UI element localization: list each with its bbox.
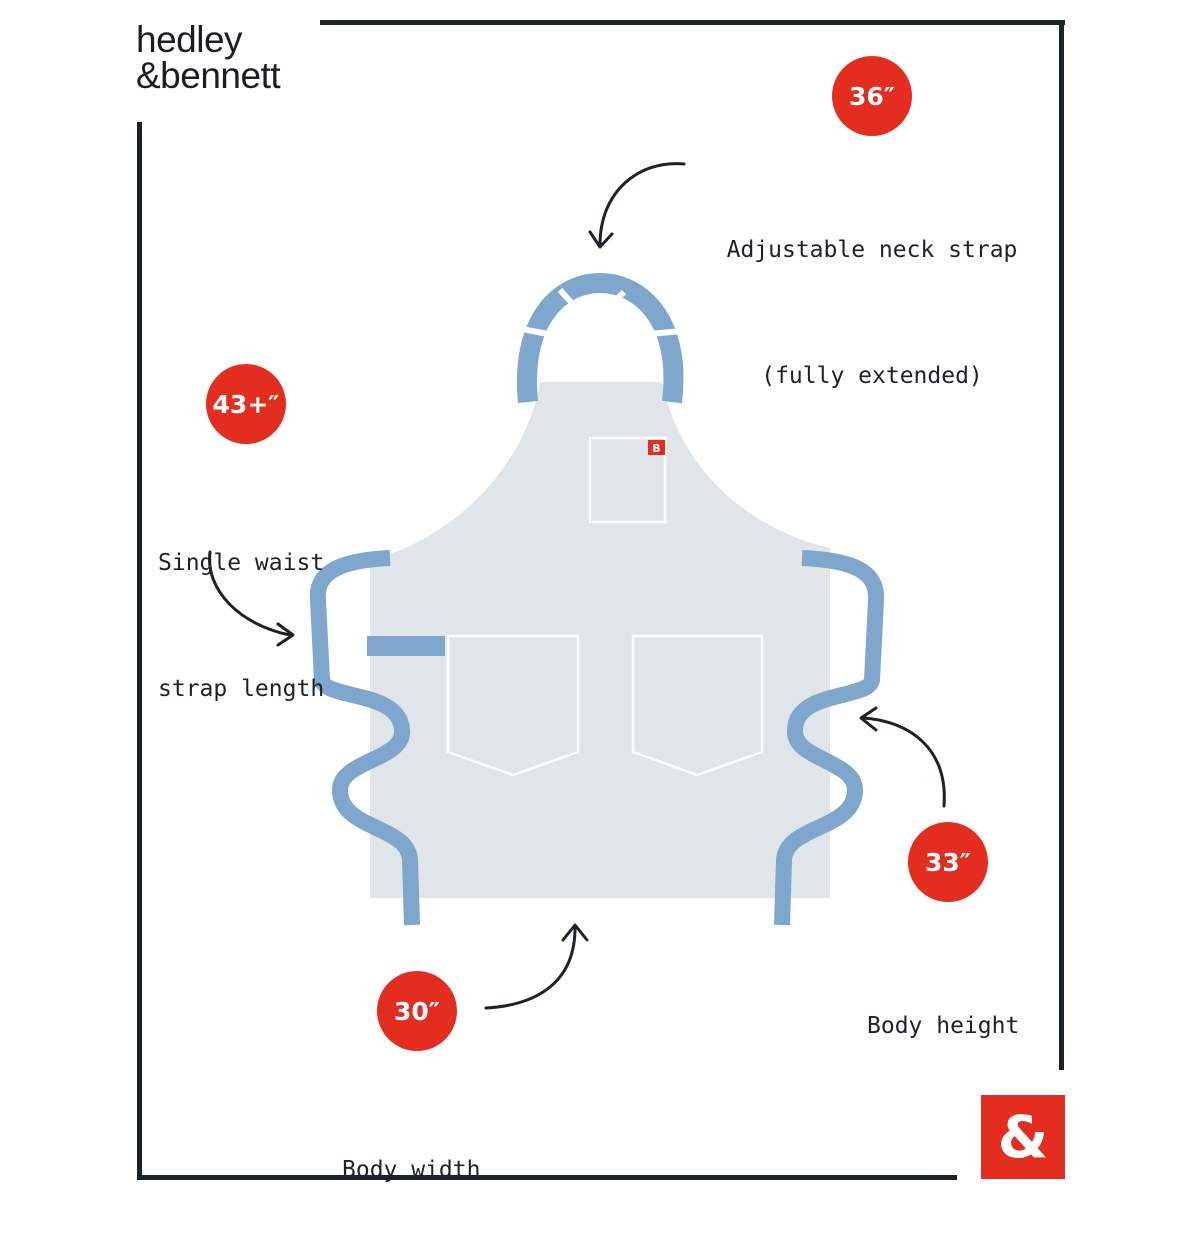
arrow-neck xyxy=(598,162,686,247)
frame-right xyxy=(1059,20,1064,1070)
badge-body-width-value: 30″ xyxy=(394,996,440,1026)
brand-wordmark: hedley &bennett xyxy=(136,19,281,96)
pocket-tag xyxy=(648,440,665,455)
label-neck-strap-line-2: (fully extended) xyxy=(761,363,983,389)
badge-body-width: 30″ xyxy=(377,971,457,1051)
label-body-width: Body width xyxy=(342,1065,480,1233)
badge-body-height: 33″ xyxy=(908,822,988,902)
neck-strap xyxy=(517,272,684,404)
frame-left xyxy=(137,122,142,1180)
frame-top xyxy=(320,20,1065,25)
badge-waist-strap: 43+″ xyxy=(206,364,286,444)
brand-line-1: hedley xyxy=(136,19,243,60)
arrow-waist xyxy=(208,550,292,637)
label-waist-strap-line-1: Single waist xyxy=(158,550,325,576)
front-pocket-right xyxy=(631,634,764,777)
badge-neck-strap-value: 36″ xyxy=(849,81,895,111)
ampersand-logo: & xyxy=(981,1095,1065,1179)
badge-waist-strap-value: 43+″ xyxy=(212,389,280,419)
arrow-height xyxy=(862,716,946,808)
arrow-waist-head xyxy=(276,622,295,647)
arrow-width-head xyxy=(561,923,589,942)
waist-strap-right xyxy=(774,550,885,926)
pocket-tag-letter: B xyxy=(652,442,660,455)
brand-line-2: &bennett xyxy=(136,55,281,96)
label-body-width-line-1: Body width xyxy=(342,1157,481,1183)
neck-strap-gaps xyxy=(505,287,693,337)
apron-illustration: B xyxy=(208,162,946,1010)
arrow-neck-head xyxy=(588,230,614,249)
label-waist-strap: Single waist strap length xyxy=(158,458,324,752)
badge-neck-strap: 36″ xyxy=(832,56,912,136)
ampersand-logo-glyph: & xyxy=(997,1103,1049,1171)
front-pocket-left xyxy=(446,634,580,777)
label-body-height-line-1: Body height xyxy=(867,1013,1020,1039)
label-neck-strap-line-1: Adjustable neck strap xyxy=(726,237,1018,263)
arrow-height-head xyxy=(859,706,878,732)
chest-pocket xyxy=(588,436,667,524)
label-neck-strap: Adjustable neck strap (fully extended) xyxy=(712,145,1032,439)
badge-body-height-value: 33″ xyxy=(925,847,971,877)
label-body-height: Body height xyxy=(867,921,1019,1089)
arrow-width xyxy=(484,926,577,1010)
frame-bottom xyxy=(137,1175,957,1180)
towel-loop xyxy=(367,636,445,656)
label-waist-strap-line-2: strap length xyxy=(158,676,325,702)
waist-strap-left xyxy=(309,550,420,926)
